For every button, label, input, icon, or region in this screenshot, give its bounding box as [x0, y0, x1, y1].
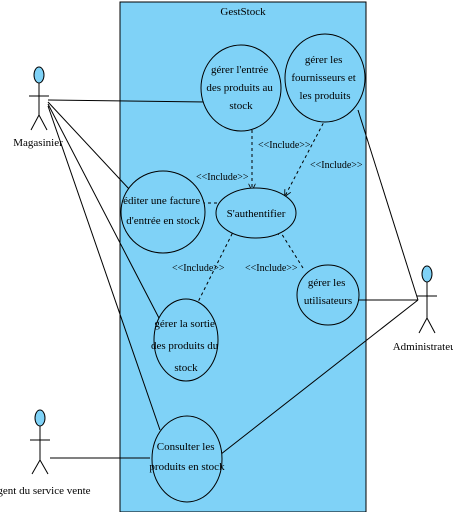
use-case-label-gerer-entree: gérer l'entrée des produits au stock	[206, 64, 275, 112]
use-case-editer-facture[interactable]	[120, 170, 206, 254]
actor-head-icon	[421, 265, 433, 283]
use-case-authentifier[interactable]	[215, 187, 297, 239]
include-label-entree: <<Include>>	[258, 140, 311, 151]
use-case-label-gerer-fournisseurs: gérer les fournisseurs et les produits	[291, 54, 358, 102]
actor-head-icon	[33, 66, 45, 84]
actor-administrateur[interactable]	[417, 265, 437, 334]
assoc-magasinier-entree	[47, 99, 207, 103]
use-case-gerer-sortie[interactable]	[153, 298, 219, 382]
system-title: GestStock	[220, 6, 266, 18]
assoc-magasinier-facture	[47, 101, 131, 191]
use-case-label-authentifier: S'authentifier	[227, 208, 286, 220]
include-arrow-utilisateurs	[278, 228, 304, 269]
assoc-magasinier-sortie	[47, 103, 161, 321]
assoc-admin-fournisseurs	[357, 109, 419, 301]
actor-label-agent: Agent du service vente	[0, 485, 91, 497]
use-case-label-editer-facture: éditer une facture d'entrée en stock	[123, 195, 203, 227]
actor-agent-service-vente[interactable]	[30, 409, 50, 475]
actor-head-icon	[34, 409, 46, 427]
actor-magasinier[interactable]	[29, 66, 49, 131]
assoc-admin-consulter	[215, 299, 419, 459]
actor-label-magasinier: Magasinier	[13, 137, 63, 149]
include-arrow-sortie	[195, 222, 238, 307]
include-label-utilisateurs: <<Include>>	[245, 263, 298, 274]
include-arrow-fournisseurs	[285, 117, 327, 196]
actor-label-administrateur: Administrateur	[393, 341, 453, 353]
assoc-magasinier-consulter	[47, 105, 161, 431]
use-case-gerer-fournisseurs[interactable]	[284, 33, 366, 123]
associations	[47, 99, 419, 459]
use-case-gerer-entree[interactable]	[200, 44, 282, 132]
use-case-label-consulter: Consulter les produits en stock	[149, 441, 225, 473]
use-case-label-gerer-sortie: gérer la sortie des produits du stock	[151, 318, 221, 374]
use-case-consulter[interactable]	[151, 415, 223, 503]
use-case-label-gerer-utilisateurs: gérer les utilisateurs	[304, 277, 352, 307]
include-label-fournisseurs: <<Include>>	[310, 160, 363, 171]
use-case-gerer-utilisateurs[interactable]	[296, 264, 360, 326]
include-label-facture: <<Include>>	[196, 172, 249, 183]
include-label-sortie: <<Include>>	[172, 263, 225, 274]
